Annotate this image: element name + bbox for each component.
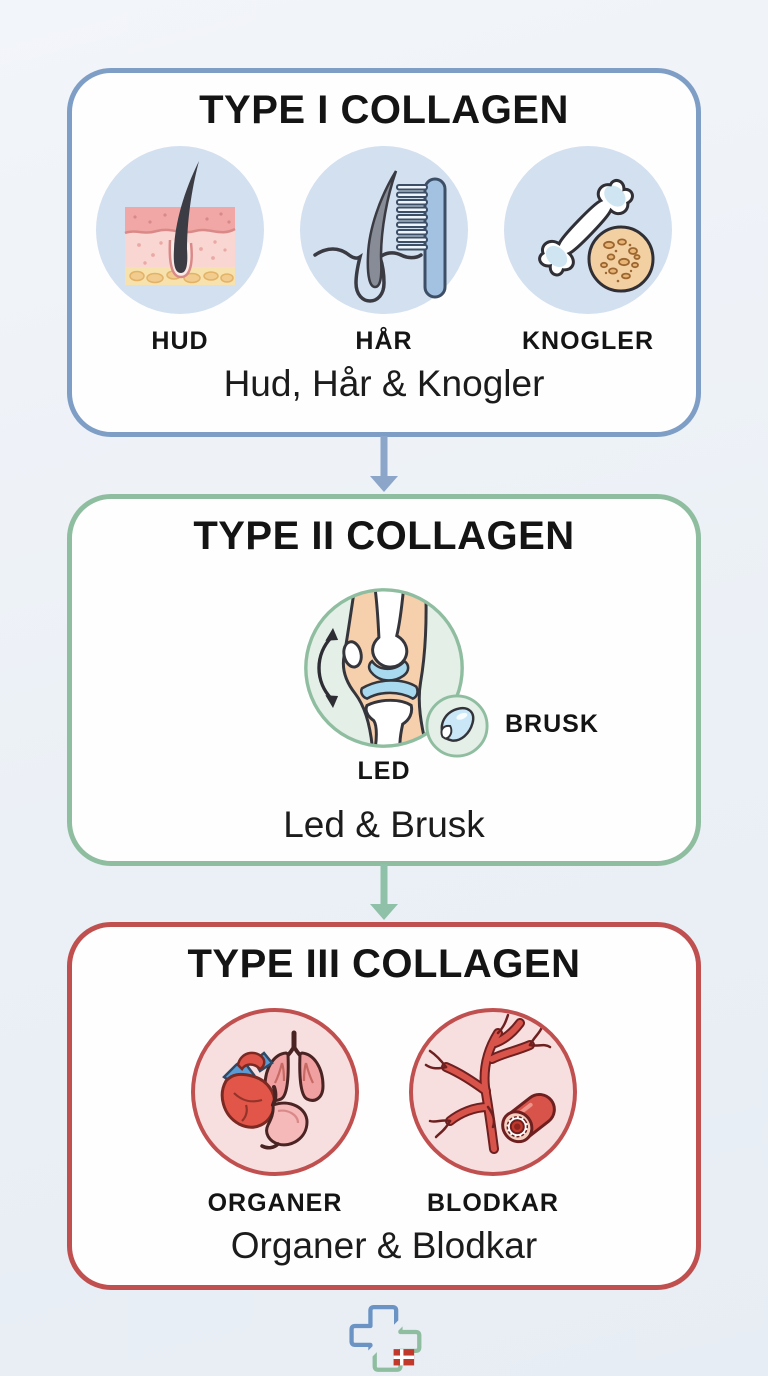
down-arrow-green	[370, 864, 398, 920]
type-1-title: TYPE I COLLAGEN	[199, 88, 569, 132]
knee-joint-icon	[304, 588, 464, 748]
blood-vessels-label: BLODKAR	[427, 1189, 559, 1217]
skin-item: HUD	[95, 145, 265, 356]
hair-item: HÅR	[299, 145, 469, 356]
internal-organs-icon	[191, 1008, 359, 1176]
type-2-subtitle: Led & Brusk	[283, 804, 485, 845]
skin-cross-section-icon	[96, 146, 264, 314]
type-1-icon-row: HUD HÅR	[72, 145, 696, 356]
hair-label: HÅR	[355, 327, 413, 355]
type-2-title: TYPE II COLLAGEN	[193, 514, 575, 558]
down-arrow-blue	[370, 436, 398, 492]
cartilage-label: BRUSK	[505, 710, 599, 738]
hair-and-comb-icon	[300, 146, 468, 314]
joint-label: LED	[357, 757, 411, 785]
type-3-title: TYPE III COLLAGEN	[187, 942, 581, 986]
knee-item	[299, 583, 469, 753]
type-3-icon-row: ORGANER	[72, 1007, 696, 1218]
cartilage-icon	[425, 694, 489, 758]
type-3-subtitle: Organer & Blodkar	[230, 1225, 538, 1266]
type-1-subtitle: Hud, Hår & Knogler	[223, 363, 545, 404]
organs-item: ORGANER	[190, 1007, 360, 1218]
medical-cross-danish-flag-logo	[349, 1305, 422, 1372]
brand-logo	[346, 1302, 424, 1374]
bones-item: KNOGLER	[503, 145, 673, 356]
skin-label: HUD	[151, 327, 209, 355]
joint-illustration-cluster: BRUSK LED	[72, 559, 696, 797]
danish-flag	[393, 1349, 415, 1366]
blood-vessels-icon	[409, 1008, 577, 1176]
cartilage-item	[424, 693, 490, 759]
blood-vessels-item: BLODKAR	[408, 1007, 578, 1218]
bones-label: KNOGLER	[522, 327, 654, 355]
type-2-collagen-card: TYPE II COLLAGEN	[67, 494, 701, 866]
organs-label: ORGANER	[207, 1189, 343, 1217]
type-1-collagen-card: TYPE I COLLAGEN	[67, 68, 701, 437]
type-3-collagen-card: TYPE III COLLAGEN	[67, 922, 701, 1290]
bone-icon	[504, 146, 672, 314]
